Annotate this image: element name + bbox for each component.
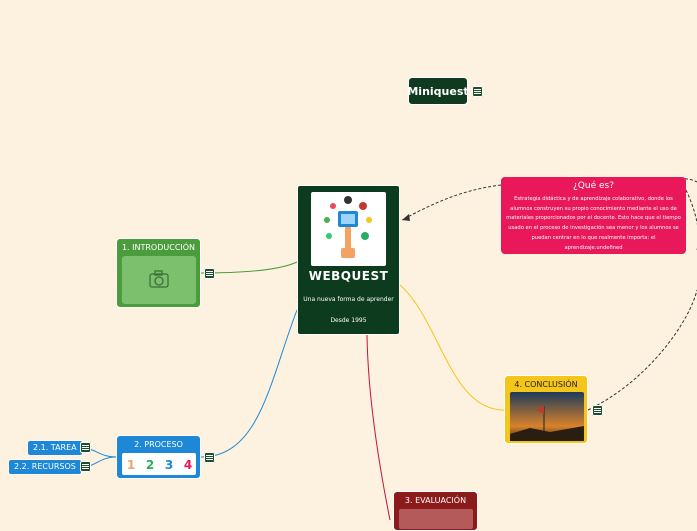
arrow-head — [402, 214, 410, 221]
conclusion-node[interactable]: 4. CONCLUSIÓN — [504, 375, 588, 444]
camera-icon — [122, 256, 196, 304]
step-1: 1 — [127, 458, 135, 472]
note-icon[interactable] — [204, 268, 215, 279]
proceso-label: 2. PROCESO — [134, 440, 183, 449]
step-4: 4 — [184, 458, 192, 472]
miniquest-node[interactable]: Miniquest — [407, 77, 469, 105]
note-icon[interactable] — [472, 86, 483, 97]
link-que-es — [401, 184, 502, 221]
recursos-node[interactable]: 2.2. RECURSOS — [8, 459, 82, 475]
central-title: WEBQUEST — [308, 269, 389, 283]
proceso-node[interactable]: 2. PROCESO 1 2 3 4 — [116, 435, 201, 479]
computer-tree-icon — [311, 192, 386, 266]
step-3: 3 — [165, 458, 173, 472]
note-icon[interactable] — [80, 461, 91, 472]
link-evaluacion — [366, 334, 391, 520]
conclusion-label: 4. CONCLUSIÓN — [514, 380, 578, 389]
central-subtitle: Una nueva forma de aprender — [303, 296, 394, 303]
introduccion-node[interactable]: 1. INTRODUCCIÓN — [116, 238, 201, 308]
link-big-curve — [587, 289, 697, 411]
steps-image: 1 2 3 4 — [122, 453, 196, 475]
central-since: Desde 1995 — [330, 317, 367, 324]
note-icon[interactable] — [592, 405, 603, 416]
step-2: 2 — [146, 458, 154, 472]
introduccion-label: 1. INTRODUCCIÓN — [121, 243, 196, 252]
evaluacion-label: 3. EVALUACIÓN — [404, 496, 467, 505]
link-proceso — [200, 309, 298, 458]
tarea-node[interactable]: 2.1. TAREA — [27, 440, 83, 456]
note-icon[interactable] — [80, 442, 91, 453]
flag-icon — [510, 392, 584, 441]
evaluacion-image — [399, 509, 473, 529]
evaluacion-node[interactable]: 3. EVALUACIÓN — [393, 491, 478, 531]
link-intro — [200, 261, 298, 274]
link-conclusion — [399, 284, 505, 411]
que-es-title: ¿Qué es? — [573, 181, 614, 191]
que-es-node[interactable]: ¿Qué es? Estrategia didáctica y de apren… — [501, 177, 686, 254]
tarea-label: 2.1. TAREA — [33, 443, 77, 452]
que-es-text: Estrategia didáctica y de aprendizaje co… — [506, 196, 681, 251]
recursos-label: 2.2. RECURSOS — [14, 462, 76, 471]
note-icon[interactable] — [204, 452, 215, 463]
central-node[interactable]: WEBQUEST Una nueva forma de aprender Des… — [297, 185, 400, 335]
link-que-es-right — [685, 189, 697, 250]
miniquest-label: Miniquest — [407, 84, 469, 98]
connector-lines — [81, 178, 697, 520]
